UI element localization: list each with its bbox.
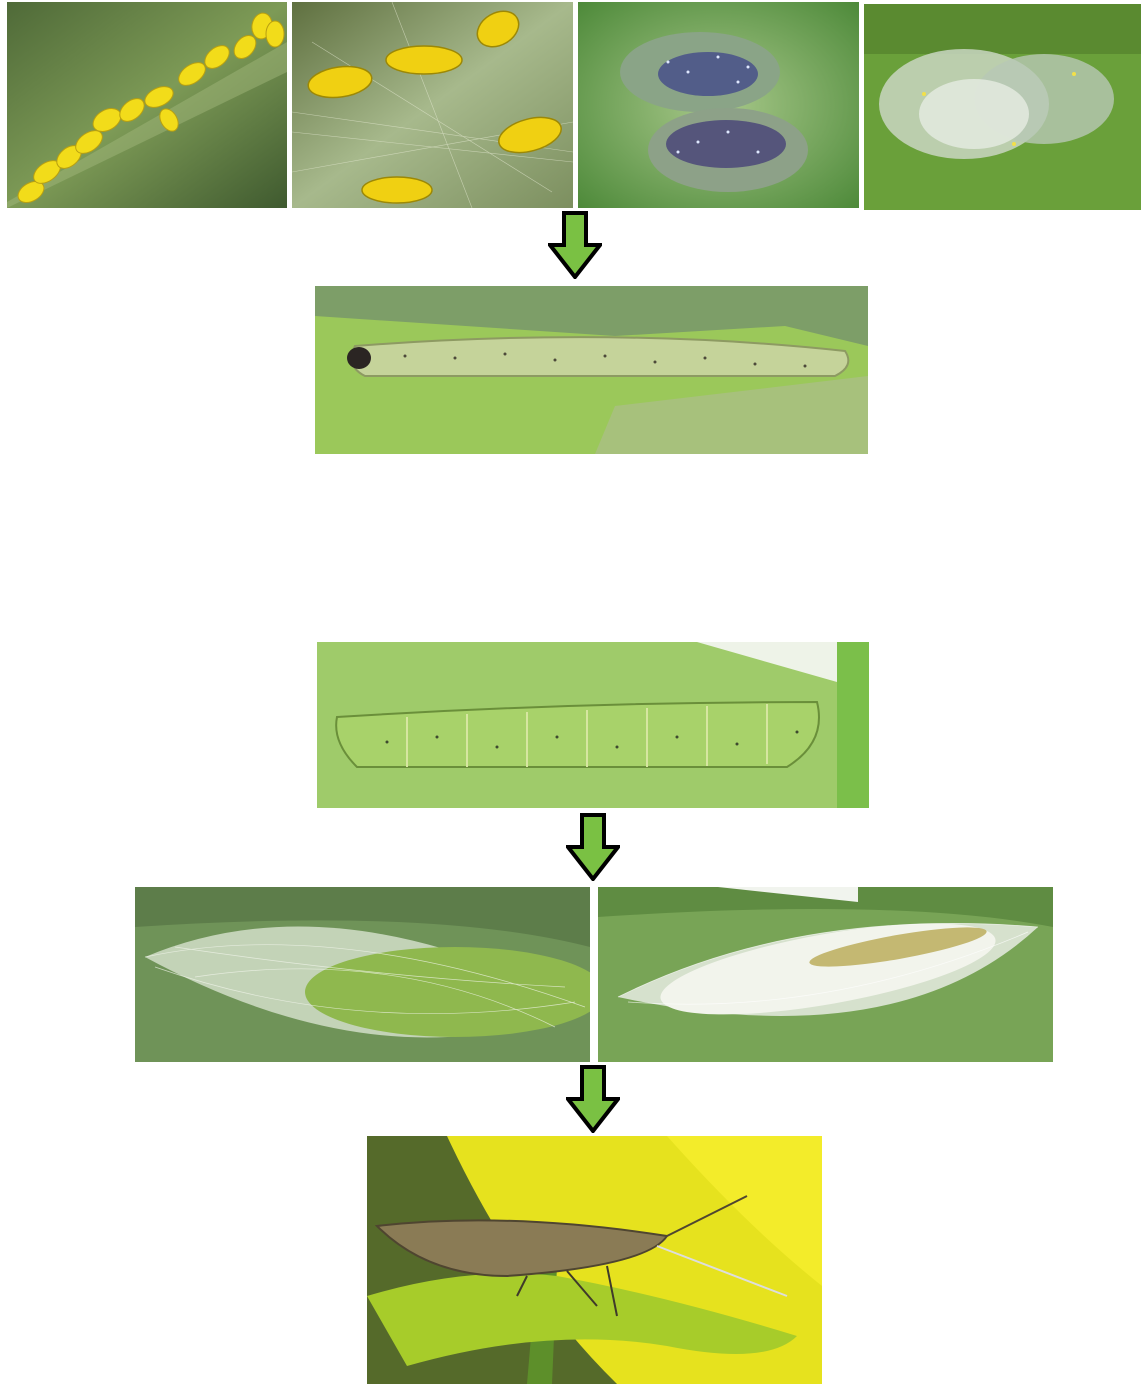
- developing-egg-photo: [578, 2, 859, 208]
- young-larva-photo: [315, 286, 868, 454]
- arrow-down-icon: [566, 813, 620, 881]
- arrow-down-icon: [548, 211, 602, 279]
- hatching-egg-photo: [864, 4, 1141, 210]
- pale-pupa-cocoon-photo: [598, 887, 1053, 1062]
- mature-larva-photo: [317, 642, 869, 808]
- green-pupa-cocoon-photo: [135, 887, 590, 1062]
- adult-moth-photo: [367, 1136, 822, 1384]
- egg-cluster-photo: [7, 2, 287, 208]
- egg-close-up-photo: [292, 2, 573, 208]
- arrow-down-icon: [566, 1065, 620, 1133]
